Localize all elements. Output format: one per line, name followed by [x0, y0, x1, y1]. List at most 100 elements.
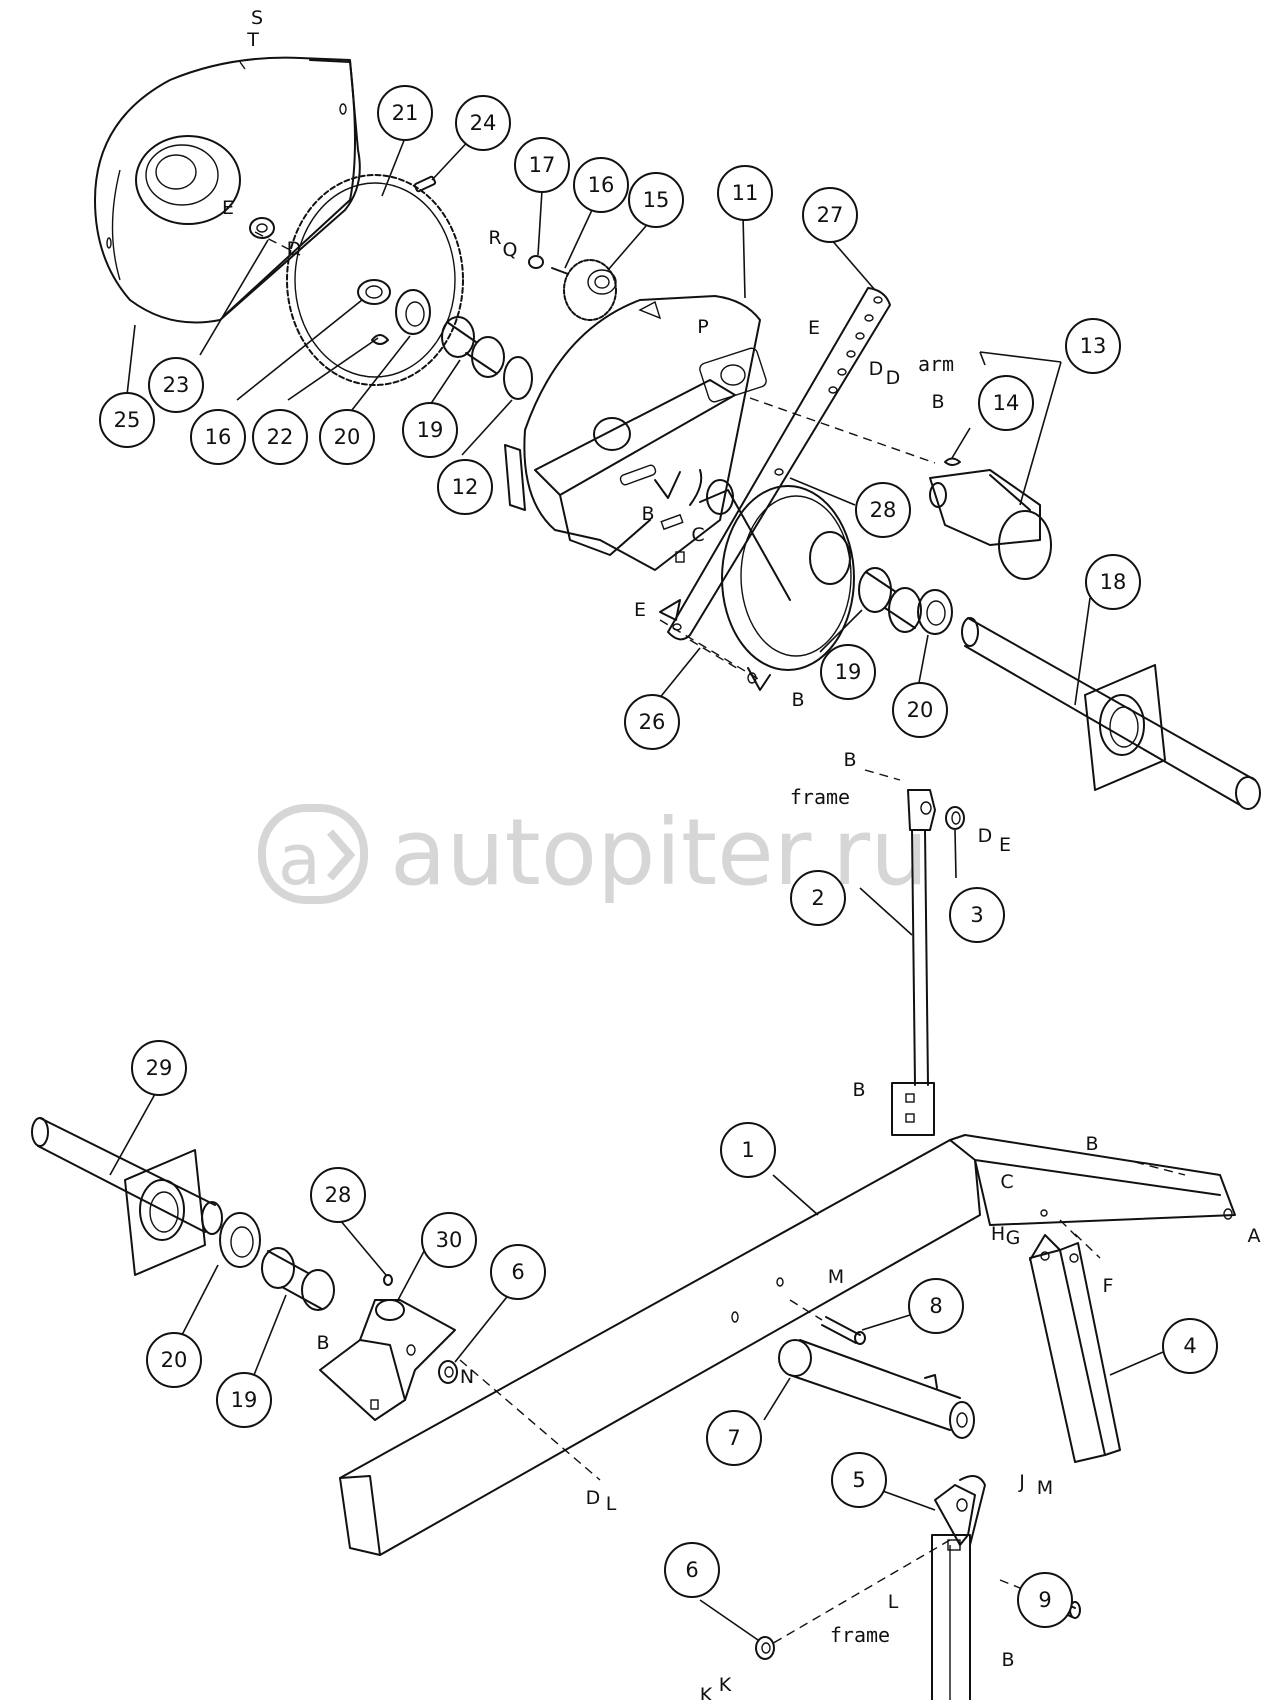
bushing-part-19c	[261, 1247, 335, 1311]
callout-circle	[437, 459, 493, 515]
callout-circle	[949, 887, 1005, 943]
callout-circle	[421, 1212, 477, 1268]
bearing-flange-part-26	[659, 479, 855, 691]
motor-part-13	[929, 469, 1052, 580]
connection-letter: Q	[503, 239, 518, 261]
autopiter-logo-icon: a	[258, 804, 368, 904]
callout-number: 23	[163, 373, 190, 397]
callout-number: 13	[1080, 334, 1107, 358]
connection-word-frame: frame	[790, 785, 850, 809]
callout-6: 6	[490, 1244, 546, 1300]
callout-number: 28	[870, 498, 897, 522]
callout-19: 19	[820, 644, 876, 700]
callout-circle	[514, 137, 570, 193]
washer-part-17	[528, 255, 544, 269]
key-part-14	[944, 457, 961, 466]
callout-number: 17	[529, 153, 556, 177]
callout-11: 11	[717, 165, 773, 221]
pin-part-8	[821, 1316, 866, 1345]
callout-16: 16	[190, 409, 246, 465]
callout-number: 1	[741, 1138, 754, 1162]
callout-number: 2	[811, 886, 824, 910]
callout-circle	[377, 85, 433, 141]
callout-circle	[706, 1410, 762, 1466]
callout-3: 3	[949, 887, 1005, 943]
washer-part-20c	[219, 1212, 261, 1268]
connection-word-frame: frame	[830, 1623, 890, 1647]
watermark-text: autopiter.ru	[390, 799, 928, 906]
callout-number: 4	[1183, 1334, 1196, 1358]
callout-circle	[310, 1167, 366, 1223]
callout-number: 8	[929, 1294, 942, 1318]
callout-number: 20	[907, 698, 934, 722]
callout-number: 16	[205, 425, 232, 449]
callout-number: 28	[325, 1183, 352, 1207]
cylinder-part-7	[778, 1339, 975, 1439]
connection-letter: A	[1248, 1225, 1261, 1247]
set-screw-part-24	[413, 175, 437, 193]
washer-part-20a	[395, 289, 431, 335]
callout-circle	[490, 1244, 546, 1300]
callout-circle	[790, 870, 846, 926]
callout-circle	[820, 644, 876, 700]
connection-letter: D	[287, 238, 302, 260]
callout-number: 20	[161, 1348, 188, 1372]
connection-letter: B	[1085, 1133, 1098, 1155]
callout-circle	[720, 1122, 776, 1178]
key-part-22	[371, 334, 389, 345]
callout-circle	[402, 402, 458, 458]
connection-letter: L	[606, 1493, 617, 1515]
connection-letter: M	[1037, 1477, 1053, 1499]
callout-30: 30	[421, 1212, 477, 1268]
connection-letter: K	[700, 1684, 713, 1700]
callout-number: 20	[334, 425, 361, 449]
callout-7: 7	[706, 1410, 762, 1466]
callout-23: 23	[148, 357, 204, 413]
connection-letter: S	[251, 7, 263, 29]
connection-letter: N	[460, 1366, 474, 1388]
callout-number: 27	[817, 203, 844, 227]
callout-circle	[1162, 1318, 1218, 1374]
callout-circle	[1065, 318, 1121, 374]
connection-letter: B	[931, 391, 944, 413]
svg-text:a: a	[278, 819, 321, 901]
callout-number: 14	[993, 391, 1020, 415]
callout-circle	[624, 694, 680, 750]
connection-letter: C	[1000, 1171, 1013, 1193]
callout-28: 28	[855, 482, 911, 538]
bushing-part-19b	[858, 567, 922, 633]
callout-circle	[131, 1040, 187, 1096]
callout-22: 22	[252, 409, 308, 465]
callout-9: 9	[1017, 1572, 1073, 1628]
callout-circle	[146, 1332, 202, 1388]
callout-circle	[831, 1452, 887, 1508]
callout-circle	[319, 409, 375, 465]
connection-letter: M	[828, 1266, 844, 1288]
connection-letter: E	[808, 317, 820, 339]
connection-letter: L	[888, 1591, 899, 1613]
connection-letter: D	[886, 367, 901, 389]
bushing-part-16	[357, 279, 391, 305]
connection-letter: G	[1006, 1227, 1021, 1249]
callout-13: 13	[1065, 318, 1121, 374]
connection-letter: E	[634, 599, 646, 621]
callout-28: 28	[310, 1167, 366, 1223]
callout-number: 11	[732, 181, 759, 205]
connection-letter: E	[999, 834, 1011, 856]
connection-letter: B	[316, 1332, 329, 1354]
callout-circle	[99, 392, 155, 448]
bracket-part-5	[931, 1475, 986, 1700]
callout-5: 5	[831, 1452, 887, 1508]
callout-number: 6	[511, 1260, 524, 1284]
connection-letter: B	[791, 689, 804, 711]
callout-24: 24	[455, 95, 511, 151]
washer-part-6b	[755, 1636, 775, 1660]
callout-20: 20	[892, 682, 948, 738]
connection-letter: B	[641, 503, 654, 525]
callout-16: 16	[573, 157, 629, 213]
callout-number: 6	[685, 1558, 698, 1582]
callout-4: 4	[1162, 1318, 1218, 1374]
callout-number: 29	[146, 1056, 173, 1080]
